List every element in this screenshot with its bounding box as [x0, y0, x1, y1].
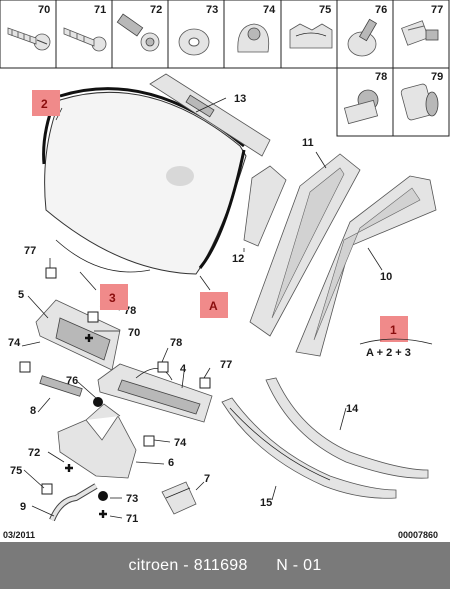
screw-70-icon	[7, 27, 51, 51]
seal-14	[265, 377, 429, 479]
callout-15: 15	[260, 497, 272, 509]
callout-12: 12	[232, 253, 244, 265]
seal-8	[39, 375, 83, 397]
marker-dot	[93, 397, 103, 407]
bracket-6	[57, 403, 137, 479]
footer-separator: -	[178, 556, 194, 574]
fastener-label-71: 71	[94, 4, 106, 16]
fastener-label-76: 76	[375, 4, 387, 16]
hose-9	[49, 483, 98, 522]
fastener-label-78: 78	[375, 71, 387, 83]
clip-78-icon	[343, 89, 379, 125]
marker-square	[87, 311, 99, 323]
callout-5: 5	[18, 289, 24, 301]
cowl-trim-13	[149, 73, 271, 157]
callout-8: 8	[30, 405, 36, 417]
fastener-label-77: 77	[431, 4, 443, 16]
fastener-label-70: 70	[38, 4, 50, 16]
screw-71-icon	[63, 27, 107, 52]
tag-1: 1	[390, 323, 397, 337]
tag-2: 2	[41, 97, 48, 111]
callout-76: 76	[66, 375, 78, 387]
marker-square	[157, 361, 169, 373]
seal-15	[221, 397, 397, 499]
fastener-label-74: 74	[263, 4, 276, 16]
pillar-trim-11	[249, 153, 361, 337]
fastener-label-72: 72	[150, 4, 162, 16]
marker-cross	[99, 510, 107, 518]
marker-square	[199, 377, 211, 389]
callout-77a: 77	[24, 245, 36, 257]
callout-9: 9	[20, 501, 26, 513]
clip-77-icon	[401, 20, 439, 46]
callout-4: 4	[180, 363, 187, 375]
marker-square	[19, 361, 31, 373]
callout-74a: 74	[8, 337, 21, 349]
callout-14: 14	[346, 403, 359, 415]
footer-page-ref: N - 01	[276, 556, 322, 574]
callout-71: 71	[126, 513, 138, 525]
assembly-formula: A + 2 + 3	[366, 347, 411, 359]
tag-a: A	[209, 299, 218, 313]
marker-square	[143, 435, 155, 447]
callout-72: 72	[28, 447, 40, 459]
markers	[19, 267, 211, 518]
washer-73-icon	[178, 28, 210, 56]
push-clip-76-icon	[347, 18, 378, 57]
marker-square	[41, 483, 53, 495]
tag-3: 3	[109, 291, 116, 305]
tags: 2 3 A 1 A + 2 + 3	[32, 90, 433, 359]
bolt-72-icon	[116, 13, 160, 52]
footer-part-number: 811698	[193, 556, 248, 574]
callout-13: 13	[234, 93, 246, 105]
pillar-trim-12	[243, 165, 287, 247]
drawing-number: 00007860	[398, 530, 438, 540]
fastener-table: 70 71 72 73 74 75 76 77 78 79	[0, 0, 450, 137]
callout-70: 70	[128, 327, 140, 339]
clip-75-icon	[289, 23, 333, 49]
marker-square	[45, 267, 57, 279]
clip-79-icon	[400, 83, 439, 121]
pillar-trim-10	[295, 175, 437, 357]
tag-2-box	[32, 90, 60, 116]
fastener-label-79: 79	[431, 71, 443, 83]
callout-74b: 74	[174, 437, 187, 449]
scuttle-panel-5	[35, 299, 121, 371]
callout-73: 73	[126, 493, 138, 505]
scuttle-panel-4	[97, 363, 213, 423]
callout-77b: 77	[220, 359, 232, 371]
callout-78b: 78	[170, 337, 182, 349]
fastener-label-73: 73	[206, 4, 218, 16]
callout-75: 75	[10, 465, 22, 477]
parts-diagram: 70 71 72 73 74 75 76 77 78 79	[0, 0, 450, 540]
date-code: 03/2011	[3, 530, 35, 540]
clip-74-icon	[237, 23, 270, 53]
callout-6: 6	[168, 457, 174, 469]
marker-cross	[85, 334, 93, 342]
tag-3-box	[100, 284, 128, 310]
footer-brand: citroen	[128, 556, 179, 574]
bracket-7	[161, 481, 197, 515]
callout-7: 7	[204, 473, 210, 485]
callout-10: 10	[380, 271, 392, 283]
tag-a-box	[200, 292, 228, 318]
tag-1-box	[380, 316, 408, 342]
footer-bar: citroen - 811698 N - 01	[0, 542, 450, 589]
callout-11: 11	[302, 137, 314, 149]
marker-dot	[98, 491, 108, 501]
marker-cross	[65, 464, 73, 472]
fastener-label-75: 75	[319, 4, 331, 16]
